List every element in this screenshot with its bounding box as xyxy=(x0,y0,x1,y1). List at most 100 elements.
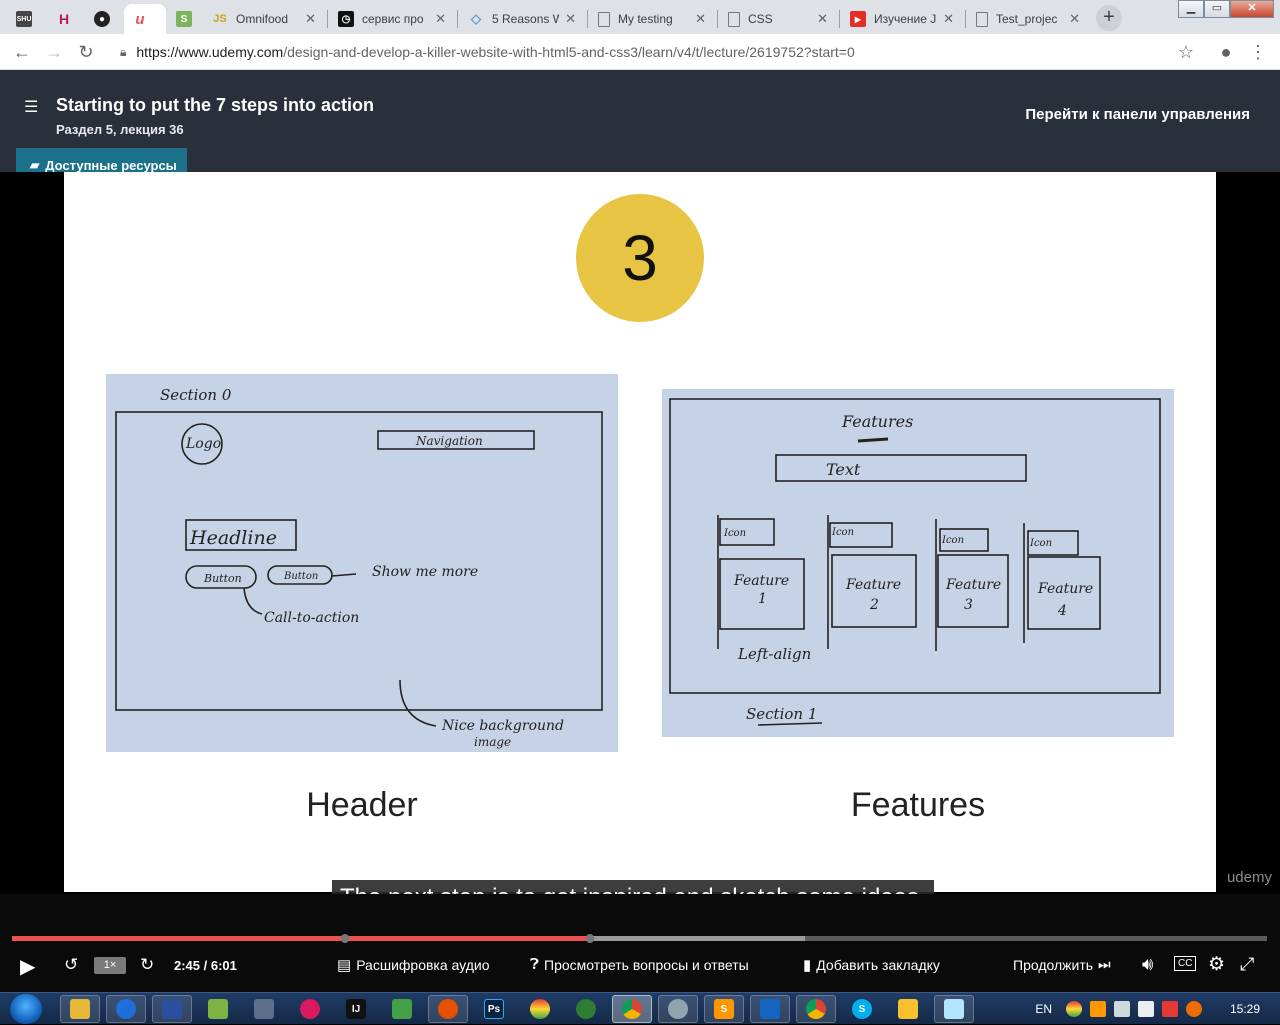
curriculum-list-icon[interactable]: ☰ xyxy=(24,99,39,116)
transcript-label: Расшифровка аудио xyxy=(356,957,490,973)
text-box xyxy=(775,454,1027,482)
lecture-subtitle: Раздел 5, лекция 36 xyxy=(56,122,184,137)
text-label: Text xyxy=(826,460,861,479)
chapter-marker[interactable] xyxy=(341,934,349,943)
skip-next-icon: ⏭︎ xyxy=(1098,956,1111,972)
forward-icon[interactable]: ↻ xyxy=(140,955,155,974)
minimize-button[interactable]: ▁ xyxy=(1178,0,1204,18)
udemy-watermark: udemy xyxy=(1226,869,1272,886)
reload-icon[interactable]: ↻ xyxy=(78,42,94,62)
taskbar-app-calendar[interactable] xyxy=(888,995,928,1023)
play-icon[interactable]: ▶ xyxy=(20,956,36,978)
url-host: https://www.udemy.com xyxy=(136,44,284,60)
bookmark-icon: ▮ xyxy=(803,957,812,974)
h-icon: H xyxy=(58,11,70,27)
video-player[interactable]: 3 Section 0 Logo Navigation Headline But xyxy=(0,172,1280,894)
feature-number: 4 xyxy=(1057,603,1067,619)
close-icon[interactable]: ✕ xyxy=(565,11,576,26)
tab-udemy[interactable]: u xyxy=(124,4,166,34)
title-underline xyxy=(857,437,889,443)
flag-icon[interactable] xyxy=(1162,1001,1178,1017)
new-tab-button[interactable]: + xyxy=(1096,5,1122,31)
tray-app-icon[interactable] xyxy=(1186,1001,1202,1017)
tab-h[interactable]: H xyxy=(48,4,84,34)
tray-sublime-icon[interactable] xyxy=(1090,1001,1106,1017)
transcript-button[interactable]: ▤Расшифровка аудио xyxy=(337,956,489,974)
address-bar[interactable]: 🔒︎ https://www.udemy.com/design-and-deve… xyxy=(110,38,1210,66)
url-path: /design-and-develop-a-killer-website-wit… xyxy=(283,44,855,60)
tab-youtube[interactable]: ▶Изучение J✕ xyxy=(842,4,962,34)
feature-label: Feature xyxy=(845,577,901,593)
volume-tray-icon[interactable] xyxy=(1138,1001,1154,1017)
features-caption: Features xyxy=(850,786,986,824)
tab-github[interactable]: ● xyxy=(86,4,122,34)
cta-label: Call-to-action xyxy=(264,610,359,626)
maximize-button[interactable]: ▭ xyxy=(1204,0,1230,18)
close-icon[interactable]: ✕ xyxy=(943,11,954,26)
taskbar-app-green[interactable] xyxy=(566,995,606,1023)
taskbar-notepad[interactable] xyxy=(934,995,974,1023)
taskbar-chrome[interactable] xyxy=(612,995,652,1023)
network-icon[interactable] xyxy=(1114,1001,1130,1017)
captions-icon[interactable]: CC xyxy=(1174,956,1197,971)
section-underline xyxy=(757,722,823,726)
taskbar-teamviewer[interactable] xyxy=(106,995,146,1023)
tab-css[interactable]: CSS✕ xyxy=(720,4,836,34)
tray-app-icon[interactable] xyxy=(1066,1001,1082,1017)
logo-label: Logo xyxy=(185,436,221,452)
clock[interactable]: 15:29 xyxy=(1229,1002,1261,1016)
continue-button[interactable]: Продолжить⏭︎ xyxy=(1013,956,1111,973)
start-button[interactable] xyxy=(10,994,42,1024)
dashboard-link[interactable]: Перейти к панели управления xyxy=(1025,106,1250,123)
taskbar-app-balls[interactable] xyxy=(520,995,560,1023)
fullscreen-icon[interactable]: ⤢ xyxy=(1240,954,1255,974)
taskbar-save[interactable] xyxy=(152,995,192,1023)
close-icon[interactable]: ✕ xyxy=(817,11,828,26)
close-icon[interactable]: ✕ xyxy=(695,11,706,26)
language-indicator[interactable]: EN xyxy=(1035,1002,1052,1016)
speed-button[interactable]: 1× xyxy=(94,957,126,974)
tab-shu-blog[interactable]: SHU xyxy=(8,4,46,34)
taskbar-photoshop[interactable]: Ps xyxy=(474,995,514,1023)
close-window-button[interactable]: ✕ xyxy=(1230,0,1274,18)
volume-icon[interactable]: 🔊︎ xyxy=(1142,954,1154,974)
close-icon[interactable]: ✕ xyxy=(435,11,446,26)
folder-icon xyxy=(70,999,90,1019)
taskbar-chrome-2[interactable] xyxy=(796,995,836,1023)
back-icon[interactable]: ← xyxy=(13,42,31,62)
tab-5-reasons[interactable]: ◇5 Reasons W✕ xyxy=(460,4,584,34)
align-label: Left-align xyxy=(737,645,811,663)
tab-separator xyxy=(457,10,458,28)
taskbar-skype[interactable]: S xyxy=(842,995,882,1023)
taskbar-app-window[interactable] xyxy=(750,995,790,1023)
menu-dots-icon[interactable]: ⋮ xyxy=(1249,42,1267,62)
tab-service[interactable]: ◷сервис про✕ xyxy=(330,4,454,34)
chapter-marker[interactable] xyxy=(586,934,594,943)
progress-bar[interactable] xyxy=(12,934,1267,943)
tab-my-testing[interactable]: My testing✕ xyxy=(590,4,714,34)
taskbar-virtualbox[interactable] xyxy=(244,995,284,1023)
tab-test-project[interactable]: Test_projec✕ xyxy=(968,4,1088,34)
bookmark-button[interactable]: ▮Добавить закладку xyxy=(803,956,940,974)
file-icon xyxy=(598,11,610,27)
taskbar-android[interactable] xyxy=(198,995,238,1023)
taskbar-explorer[interactable] xyxy=(60,995,100,1023)
tab-shopify[interactable]: S xyxy=(168,4,202,34)
close-icon[interactable]: ✕ xyxy=(305,11,316,26)
close-icon[interactable]: ✕ xyxy=(1069,11,1080,26)
windows-taskbar: IJ Ps S S EN 15:29 xyxy=(0,992,1280,1024)
forward-icon[interactable]: → xyxy=(45,42,63,62)
profile-icon[interactable]: ● xyxy=(1220,42,1232,62)
rewind-icon[interactable]: ↺ xyxy=(64,955,79,974)
taskbar-firefox[interactable] xyxy=(428,995,468,1023)
qa-button[interactable]: ❓︎Просмотреть вопросы и ответы xyxy=(530,956,749,973)
settings-gear-icon[interactable]: ⚙︎ xyxy=(1208,954,1226,975)
taskbar-intellij[interactable]: IJ xyxy=(336,995,376,1023)
taskbar-app-oo[interactable] xyxy=(290,995,330,1023)
continue-label: Продолжить xyxy=(1013,956,1094,973)
taskbar-sublime[interactable]: S xyxy=(704,995,744,1023)
taskbar-app-cloud[interactable] xyxy=(658,995,698,1023)
taskbar-dev-app[interactable] xyxy=(382,995,422,1023)
bookmark-star-icon[interactable]: ☆ xyxy=(1177,42,1195,62)
